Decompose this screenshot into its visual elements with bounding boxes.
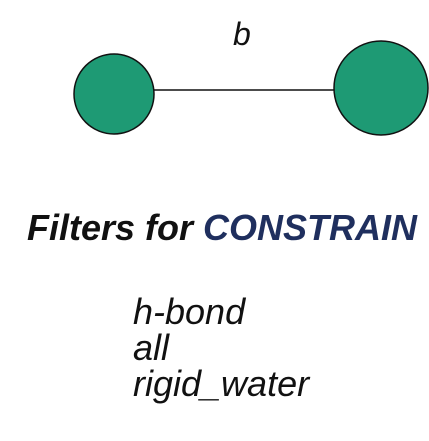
filter-item-rigid-water: rigid_water <box>133 363 310 404</box>
filter-list: h-bond all rigid_water <box>133 294 309 402</box>
title-keyword: CONSTRAIN <box>203 207 418 248</box>
filter-item-h-bond: h-bond <box>133 291 246 332</box>
bond-label: b <box>233 16 251 52</box>
atom-right <box>333 40 429 136</box>
title-prefix: Filters for <box>27 207 194 248</box>
bond-illustration <box>73 40 429 136</box>
filter-item-all: all <box>133 327 170 368</box>
atom-left <box>73 53 155 135</box>
page-title: Filters for CONSTRAIN <box>27 210 417 246</box>
